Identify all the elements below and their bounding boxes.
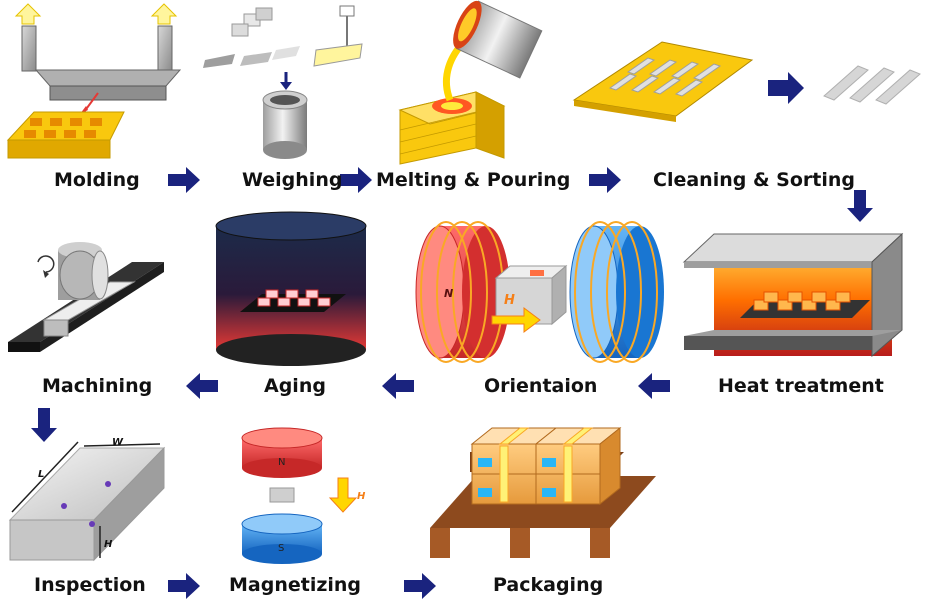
- arrow-inspection-magnetizing: [168, 573, 200, 599]
- inspection-illustration: [8, 441, 166, 562]
- arrow-heat-orientation: [638, 373, 670, 399]
- step-inspection: Inspection: [34, 574, 146, 596]
- step-weighing: Weighing: [242, 169, 343, 191]
- arrow-aging-machining: [186, 373, 218, 399]
- step-orientation: Orientaion: [484, 375, 598, 397]
- molding-illustration: [6, 3, 182, 159]
- magnet-north-label: N: [278, 457, 286, 468]
- step-cleaning-sorting: Cleaning & Sorting: [653, 169, 855, 191]
- step-heat-treatment: Heat treatment: [718, 375, 884, 397]
- height-label: H: [104, 539, 113, 550]
- flow-arrows: [31, 167, 873, 599]
- step-magnetizing: Magnetizing: [229, 574, 362, 596]
- length-label: L: [38, 469, 45, 480]
- step-packaging: Packaging: [493, 574, 604, 596]
- weighing-illustration: [203, 5, 363, 159]
- arrow-melting-cleaning: [589, 167, 621, 193]
- step-molding: Molding: [54, 169, 140, 191]
- field-label: H: [504, 293, 515, 308]
- arrow-cleaning-heat: [847, 190, 873, 222]
- packaging-illustration: [430, 426, 656, 558]
- step-machining: Machining: [42, 375, 153, 397]
- magnetizing-field-label: H: [357, 491, 366, 502]
- heat-treatment-illustration: [682, 232, 904, 358]
- melting-pouring-illustration: [398, 0, 543, 165]
- north-pole-label: N: [444, 287, 454, 300]
- step-aging: Aging: [264, 375, 326, 397]
- magnet-south-label: S: [278, 543, 285, 554]
- machining-illustration: [8, 242, 164, 352]
- width-label: W: [112, 437, 124, 448]
- arrow-molding-weighing: [168, 167, 200, 193]
- arrow-magnetizing-packaging: [404, 573, 436, 599]
- orientation-illustration: [415, 221, 664, 363]
- step-melting-pouring: Melting & Pouring: [376, 169, 571, 191]
- arrow-orientation-aging: [382, 373, 414, 399]
- aging-illustration: [215, 211, 367, 366]
- cleaning-sorting-illustration: [572, 41, 921, 122]
- magnetizing-illustration: [241, 427, 358, 564]
- arrow-weighing-melting: [340, 167, 372, 193]
- arrow-machining-inspection: [31, 408, 57, 442]
